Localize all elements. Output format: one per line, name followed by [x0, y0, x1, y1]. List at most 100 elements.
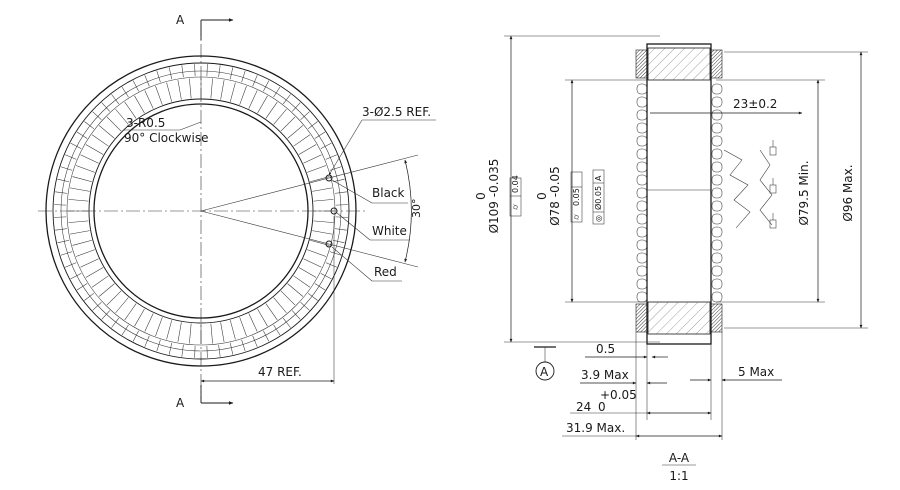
dia-78-label: Ø78 -0.05: [548, 166, 562, 226]
slot-line: [106, 116, 122, 132]
slot-line: [293, 134, 311, 147]
dim-39-label: 3.9 Max: [581, 368, 629, 382]
slot-line: [155, 85, 163, 105]
slot-line: [69, 230, 90, 235]
slot-line: [68, 199, 89, 202]
slot-line: [85, 267, 104, 278]
slot-line: [134, 95, 145, 114]
hatch-bottom: [647, 301, 711, 335]
slot-line: [239, 317, 247, 337]
slot-tooth-line: [241, 70, 246, 83]
slot-line: [273, 108, 287, 125]
slot-tooth-line: [54, 204, 67, 206]
slot-tooth-line: [132, 80, 139, 92]
datum-label: A: [540, 365, 549, 379]
coil-end-turn: [711, 135, 723, 147]
slot-tooth-line: [206, 345, 208, 358]
slot-tooth-line: [314, 131, 326, 139]
slot-tooth-line: [60, 166, 73, 171]
dim-319-label: 31.9 Max.: [566, 421, 625, 435]
coil-end-turn: [711, 291, 723, 303]
slot-tooth-line: [84, 292, 95, 301]
dim-5-label: 5 Max: [738, 365, 774, 379]
slot-line: [177, 322, 182, 343]
dia-109-upper: 0: [474, 192, 488, 200]
slot-tooth-line: [218, 65, 221, 78]
slot-line: [85, 144, 104, 155]
slot-line: [155, 317, 163, 337]
slot-line: [91, 134, 109, 147]
slot-line: [98, 283, 115, 297]
svg-text:⌭: ⌭: [511, 204, 520, 210]
coil-end-turn: [711, 252, 723, 264]
right-end-winding-bottom: [710, 303, 723, 333]
coil-end-turn: [636, 135, 648, 147]
slot-tooth-line: [57, 178, 70, 183]
dia-109-tolerance-frame: ⌭ 0.04: [509, 175, 522, 217]
slot-tooth-line: [282, 317, 291, 328]
coil-end-turn: [711, 226, 723, 238]
dim-05-label: 0.5: [596, 342, 615, 356]
slot-tooth-line: [121, 324, 129, 336]
slot-line: [287, 283, 304, 297]
slot-tooth-line: [60, 251, 73, 256]
left-end-winding-bottom: [635, 303, 648, 333]
dim-24-lower: 0: [598, 400, 606, 414]
slot-line: [124, 101, 137, 119]
wire-hole-red: [325, 240, 333, 248]
slot-tooth-line: [121, 86, 129, 98]
slot-tooth-line: [292, 310, 301, 320]
wire-label-white: White: [372, 224, 407, 238]
coil-end-turn: [711, 161, 723, 173]
slot-line: [257, 308, 268, 327]
slot-line: [72, 239, 92, 246]
slot-tooth-line: [263, 80, 270, 92]
slot-line: [293, 275, 311, 288]
slot-line: [189, 323, 192, 344]
coil-end-turn: [711, 122, 723, 134]
coil-end-turn: [636, 187, 648, 199]
slot-tooth-line: [325, 154, 337, 160]
section-title: A-A: [669, 451, 690, 465]
coil-end-turn: [636, 148, 648, 160]
slot-line: [287, 125, 304, 139]
coil-end-turn: [711, 265, 723, 277]
slot-line: [248, 90, 258, 109]
slot-tooth-line: [70, 273, 82, 280]
slot-tooth-line: [252, 75, 258, 87]
slot-line: [312, 230, 333, 235]
datum-circle: [535, 361, 555, 381]
slot-tooth-line: [55, 191, 68, 194]
slot-tooth-line: [76, 283, 88, 291]
slot-tooth-line: [300, 302, 310, 311]
slot-tooth-line: [292, 102, 301, 112]
slot-line: [257, 95, 268, 114]
slot-line: [115, 297, 129, 314]
svg-text:◎: ◎: [594, 215, 603, 222]
slot-tooth-line: [325, 262, 337, 268]
slot-line: [229, 82, 236, 102]
angle-arc: [404, 159, 412, 263]
slot-tooth-line: [92, 302, 102, 311]
wire-terminals: [723, 140, 777, 229]
front-view: A A Black White Red 3-Ø2.5 REF.: [38, 13, 436, 410]
slot-line: [307, 249, 327, 257]
svg-text:⌭: ⌭: [572, 214, 581, 220]
slot-line: [98, 125, 115, 139]
slot-line: [303, 258, 322, 268]
section-marker-top: A: [176, 13, 185, 27]
coil-end-turn: [636, 96, 648, 108]
slot-line: [124, 303, 137, 321]
coil-end-turn: [636, 265, 648, 277]
slot-line: [75, 249, 95, 257]
dim-24-tol: +0.05: [600, 388, 637, 402]
slot-tooth-line: [101, 310, 110, 320]
slot-tooth-line: [273, 86, 281, 98]
slot-tooth-line: [335, 204, 348, 206]
slot-line: [115, 108, 129, 125]
note-rotation: 90° Clockwise: [124, 131, 208, 145]
coil-end-turn: [636, 161, 648, 173]
wire-label-red: Red: [374, 265, 397, 279]
slot-line: [166, 82, 173, 102]
slot-line: [75, 165, 95, 173]
